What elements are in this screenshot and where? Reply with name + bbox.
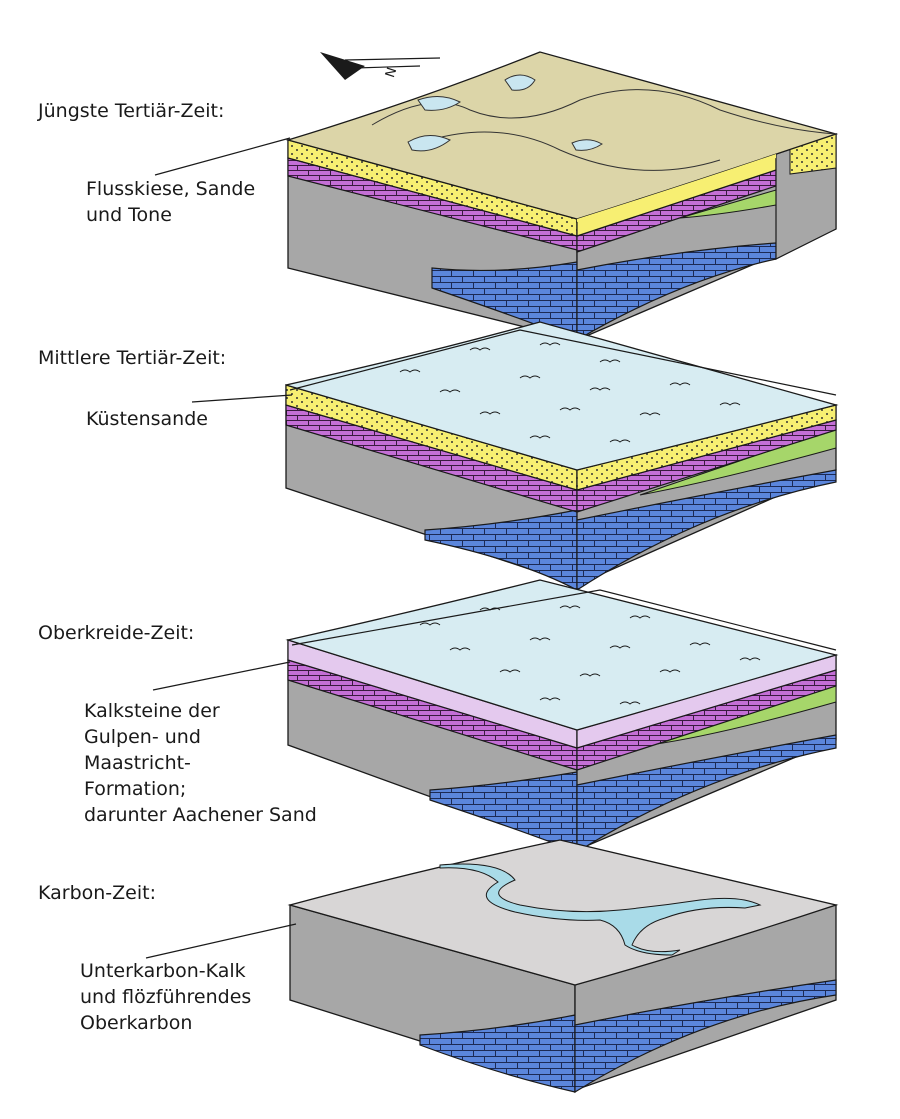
p4-river: [439, 863, 762, 956]
p3-sea-surface: [285, 579, 839, 731]
panel-1-description-line: und Tone: [86, 204, 172, 226]
leader-unterkarbon: [145, 923, 297, 959]
p1-sand-band-top: [577, 154, 776, 222]
leader-kuestensande: [191, 394, 293, 403]
panel-oberkreide-block: [285, 579, 839, 854]
panel-3-description-line: darunter Aachener Sand: [84, 804, 317, 826]
p3-right-face-blue: [576, 734, 837, 854]
panel-karbon-block: [287, 839, 839, 1094]
panel-3-description-line: Gulpen- und: [84, 726, 201, 748]
panel-1-title: Jüngste Tertiär-Zeit:: [38, 100, 225, 122]
leader-kalksteine: [152, 661, 291, 691]
panel-4-description-line: Unterkarbon-Kalk: [80, 960, 246, 982]
panel-1-description-line: Flusskiese, Sande: [86, 178, 256, 200]
panel-4-description-line: und flözführendes: [80, 986, 252, 1008]
label-leader-lines: [145, 137, 297, 959]
p3-coast-line: [291, 589, 837, 651]
panel-2-description: Küstensande: [86, 406, 208, 432]
p1-lake-4: [571, 139, 603, 151]
p2-sea-surface: [285, 321, 839, 471]
p1-lake-3: [407, 135, 451, 152]
p1-lake-2: [417, 96, 461, 111]
panel-2-title: Mittlere Tertiär-Zeit:: [38, 347, 227, 369]
panel-3-description-line: Formation;: [84, 778, 187, 800]
panel-3-description-line: Maastricht-: [84, 752, 191, 774]
p1-river-line-2: [429, 131, 721, 171]
north-arrow-label: N: [383, 66, 400, 80]
panel-4-title: Karbon-Zeit:: [38, 882, 156, 904]
p2-coast-line: [289, 329, 837, 396]
panel-3-description: Kalksteine der Gulpen- und Maastricht- F…: [84, 698, 317, 828]
panel-2-description-line: Küstensande: [86, 408, 208, 430]
leader-flusskiese: [154, 137, 291, 176]
north-arrow-icon: [320, 52, 441, 80]
p2-wave-marks: [399, 342, 741, 443]
panel-3-title: Oberkreide-Zeit:: [38, 622, 195, 644]
panel-4-description-line: Oberkarbon: [80, 1012, 193, 1034]
p3-wave-marks: [419, 605, 761, 705]
panel-3-description-line: Kalksteine der: [84, 700, 220, 722]
p1-lake-1: [504, 74, 536, 91]
p4-right-face-blue: [574, 979, 837, 1094]
panel-1-description: Flusskiese, Sande und Tone: [86, 176, 255, 228]
panel-juengste-tertiaer-block: [285, 51, 839, 342]
p2-right-face-blue: [576, 469, 837, 592]
panel-4-description: Unterkarbon-Kalk und flözführendes Oberk…: [80, 958, 251, 1036]
panel-mittlere-tertiaer-block: [285, 321, 839, 592]
